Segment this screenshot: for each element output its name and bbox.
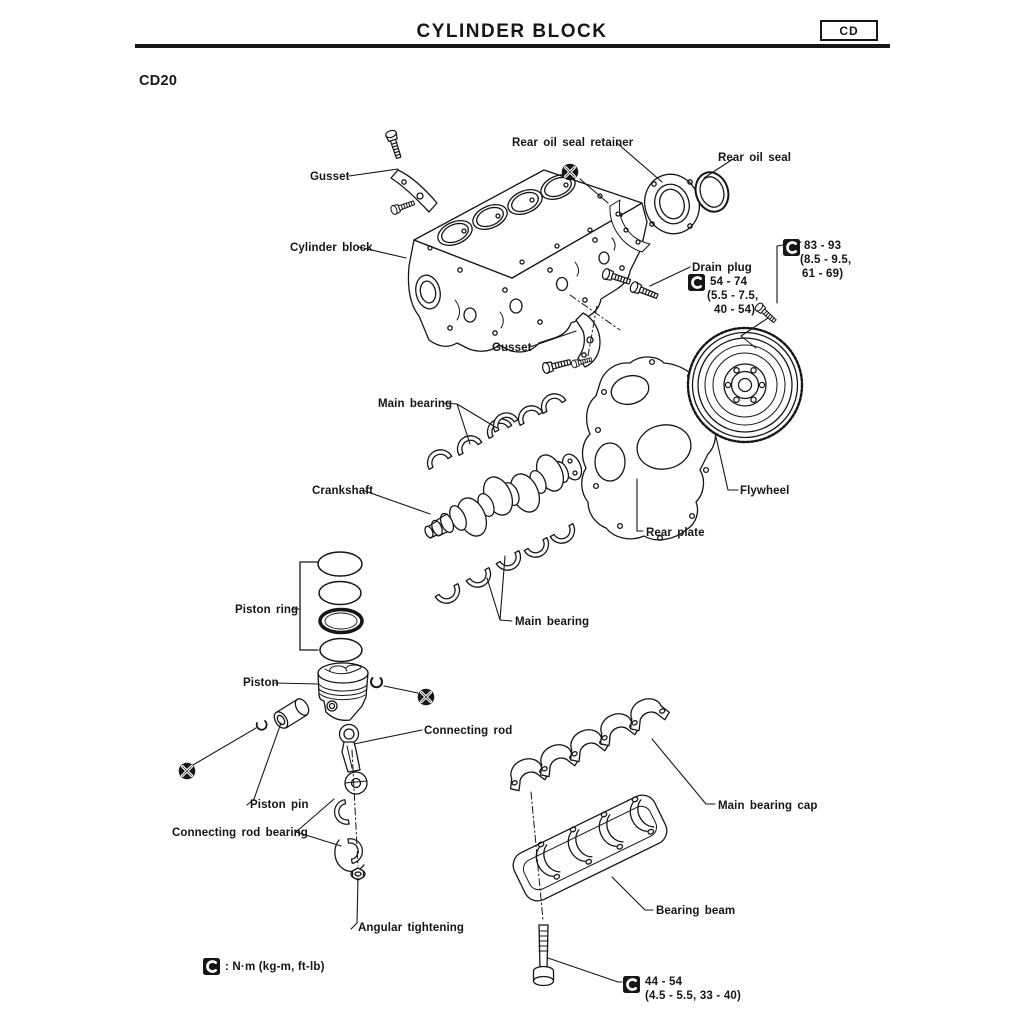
label-gusset-upper: Gusset (310, 171, 350, 183)
torque-drain-plug-line1: 54 - 74 (710, 276, 748, 288)
label-main-bearing-cap: Main bearing cap (718, 800, 818, 812)
label-connecting-rod: Connecting rod (424, 725, 513, 737)
torque-wrench-icon (783, 239, 800, 256)
rear-oil-seal-drawing (694, 171, 730, 213)
main-bearing-cap-drawing (501, 691, 672, 795)
torque-drain-plug-line3: 40 - 54) (714, 304, 756, 316)
torque-flywheel-line2: (8.5 - 9.5, (800, 254, 852, 266)
label-piston-ring: Piston ring (235, 604, 299, 616)
cylinder-block-drawing (407, 169, 648, 353)
section-code: CD (839, 23, 859, 38)
flywheel-drawing (686, 326, 804, 444)
sealant-x-icon (177, 761, 197, 781)
label-cylinder-block: Cylinder block (290, 242, 373, 254)
gusset-upper-drawing (384, 128, 438, 216)
label-piston: Piston (243, 677, 279, 689)
flywheel-bolt (753, 301, 779, 326)
torque-wrench-icon (623, 976, 640, 993)
sealant-x-icon (560, 162, 580, 182)
engine-code: CD20 (139, 73, 178, 89)
torque-beam-bolt-line1: 44 - 54 (645, 976, 683, 988)
label-flywheel: Flywheel (740, 485, 790, 497)
gusset-lower-drawing (540, 312, 601, 375)
torque-flywheel-line3: 61 - 69) (802, 268, 844, 280)
label-rear-plate: Rear plate (646, 527, 705, 539)
snap-ring-drawing (370, 677, 383, 689)
label-main-bearing-upper: Main bearing (378, 398, 453, 410)
leader-lines (192, 142, 802, 983)
torque-flywheel-line1: 83 - 93 (804, 240, 842, 252)
label-angular-tightening: Angular tightening (358, 922, 465, 934)
label-crankshaft: Crankshaft (312, 485, 374, 497)
bearing-beam-drawing (512, 794, 668, 902)
piston-pin-drawing (255, 698, 310, 731)
legend-torque-note: : N·m (kg-m, ft-lb) (225, 961, 325, 973)
connecting-rod-drawing (338, 723, 368, 795)
header-rule (135, 44, 890, 48)
label-piston-pin: Piston pin (250, 799, 309, 811)
label-rear-oil-seal-retainer: Rear oil seal retainer (512, 137, 634, 149)
torque-drain-plug-line2: (5.5 - 7.5, (707, 290, 759, 302)
label-connecting-rod-bearing: Connecting rod bearing (172, 827, 308, 839)
label-bearing-beam: Bearing beam (656, 905, 736, 917)
piston-drawing (317, 662, 369, 721)
bearing-beam-bolt-drawing (532, 924, 555, 987)
piston-ring-drawing (299, 551, 364, 663)
assembly-axis-lines (351, 294, 621, 921)
label-gusset-lower: Gusset (492, 342, 532, 354)
torque-beam-bolt-line2: (4.5 - 5.5, 33 - 40) (645, 990, 742, 1002)
crankshaft-drawing (424, 453, 583, 539)
connecting-rod-bearing-drawing (332, 799, 366, 881)
torque-wrench-icon (688, 274, 705, 291)
rear-oil-seal-retainer-drawing (609, 173, 700, 253)
label-drain-plug: Drain plug (692, 262, 752, 274)
torque-wrench-icon (203, 958, 220, 975)
sealant-x-icon (416, 687, 436, 707)
label-main-bearing-lower: Main bearing (515, 616, 590, 628)
page-title: CYLINDER BLOCK (416, 21, 608, 42)
label-rear-oil-seal: Rear oil seal (718, 152, 792, 164)
main-bearing-lower-shells (434, 522, 580, 609)
section-code-box: CD (820, 20, 878, 41)
